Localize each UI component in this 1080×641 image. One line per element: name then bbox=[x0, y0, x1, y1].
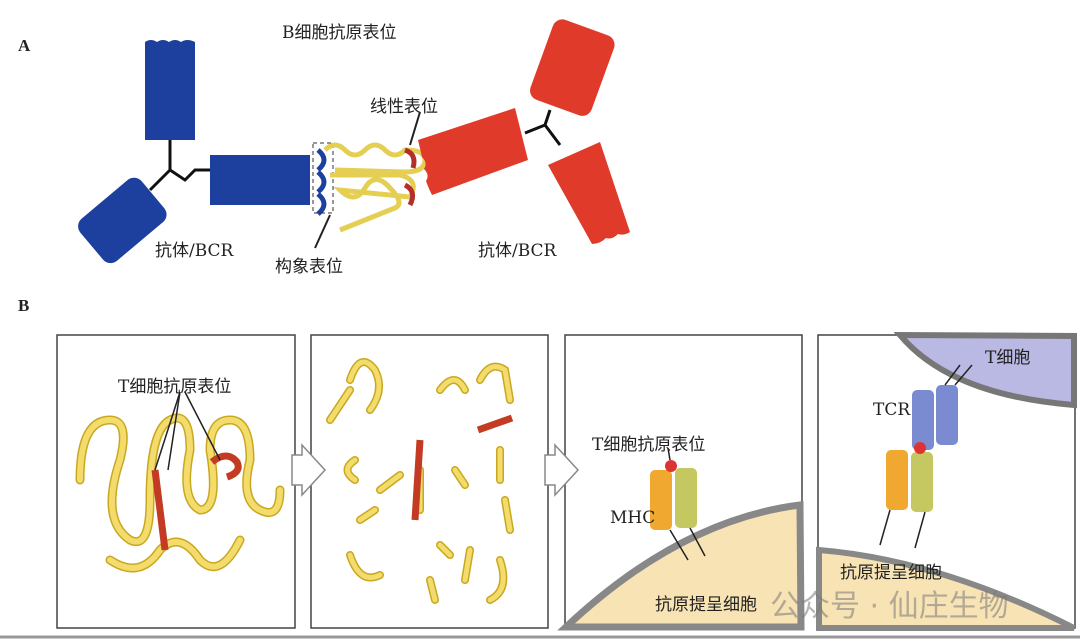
panel-b-label: B bbox=[18, 296, 30, 315]
apc-label-3: 抗原提呈细胞 bbox=[655, 595, 757, 615]
blue-antibody bbox=[78, 40, 310, 264]
red-antibody bbox=[418, 19, 630, 244]
antibody-right-label: 抗体/BCR bbox=[478, 241, 557, 261]
panel-a-label: A bbox=[18, 36, 31, 55]
t-epitope-label-1: T细胞抗原表位 bbox=[118, 377, 232, 397]
mhc-molecule bbox=[650, 460, 697, 530]
panel-a-title: B细胞抗原表位 bbox=[282, 23, 397, 43]
tcr-molecule bbox=[886, 385, 958, 512]
linear-epitope-label: 线性表位 bbox=[370, 97, 438, 117]
t-cell-label: T细胞 bbox=[985, 348, 1031, 368]
apc-label-4: 抗原提呈细胞 bbox=[840, 563, 942, 583]
antibody-left-label: 抗体/BCR bbox=[155, 241, 234, 261]
watermark: 公众号 · 仙庄生物 bbox=[770, 589, 1009, 624]
conformational-epitope-label: 构象表位 bbox=[275, 257, 343, 277]
t-epitope-label-3: T细胞抗原表位 bbox=[592, 435, 706, 455]
mhc-label: MHC bbox=[610, 508, 656, 528]
tcr-label: TCR bbox=[873, 400, 911, 420]
